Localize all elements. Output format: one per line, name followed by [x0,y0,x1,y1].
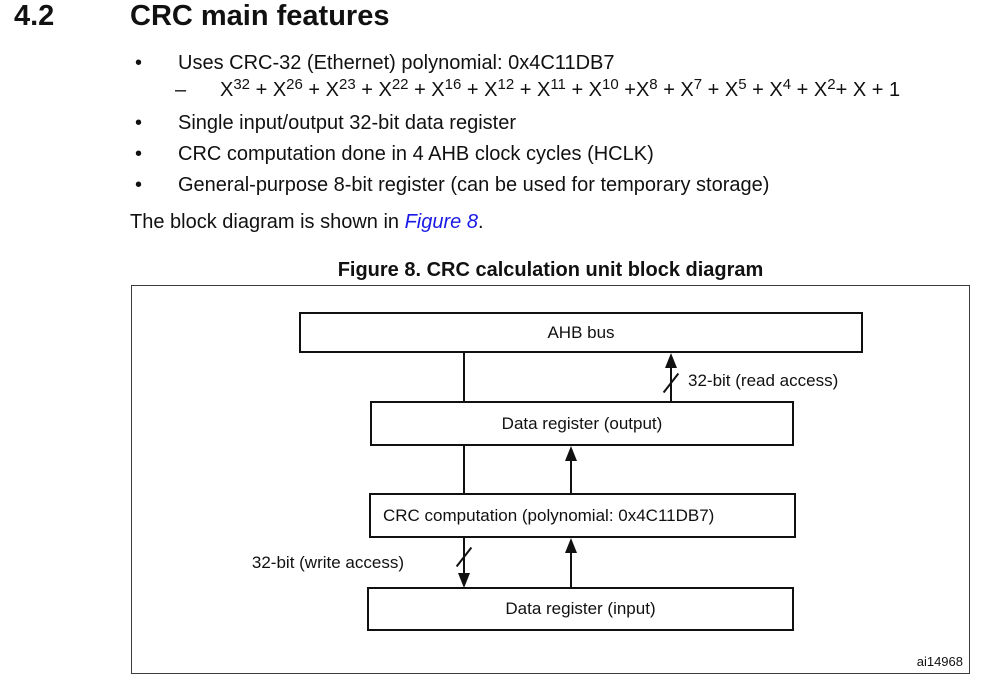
bullet-text: Uses CRC-32 (Ethernet) polynomial: 0x4C1… [178,52,615,74]
arrow-up-icon [565,446,577,461]
read-access-label: 32-bit (read access) [688,371,839,390]
paragraph-text: . [477,211,484,233]
block-data-register-input: Data register (input) [367,587,794,631]
intro-paragraph: The block diagram is shown in Figure 8. [130,211,484,233]
write-path-line [463,353,465,401]
feature-bullet-register: • Single input/output 32-bit data registe… [135,112,516,134]
figure-id: ai14968 [916,654,963,669]
section-heading: 4.2 CRC main features [0,0,990,32]
feature-bullet-cycles: • CRC computation done in 4 AHB clock cyc… [135,143,654,165]
bullet-icon: • [135,143,143,165]
feature-bullet-polynomial: • Uses CRC-32 (Ethernet) polynomial: 0x4C… [135,52,614,74]
arrow-down-icon [458,573,470,588]
crc-polynomial-formula: – X32 + X26 + X23 + X22 + X16 + X12 + X11… [175,76,900,104]
bullet-icon: • [135,112,143,134]
paragraph-text: The block diagram is shown in [130,211,405,233]
bullet-text: General-purpose 8-bit register (can be u… [178,174,770,196]
bullet-text: Single input/output 32-bit data register [178,112,516,134]
bullet-icon: • [135,174,143,196]
figure-8-link[interactable]: Figure 8 [404,211,478,233]
section-number: 4.2 [14,0,55,32]
block-crc-computation: CRC computation (polynomial: 0x4C11DB7) [369,493,796,538]
input-to-crc-line [570,552,572,587]
bullet-text: CRC computation done in 4 AHB clock cycl… [178,143,654,165]
block-ahb-bus: AHB bus [299,312,863,353]
figure-8-diagram: AHB bus Data register (output) CRC compu… [131,285,970,674]
dash-icon: – [175,79,187,101]
block-data-register-output: Data register (output) [370,401,794,446]
write-path-line [463,446,465,493]
feature-bullet-gp-register: • General-purpose 8-bit register (can be … [135,174,769,196]
arrow-up-icon [565,538,577,553]
figure-caption: Figure 8. CRC calculation unit block dia… [337,259,764,281]
write-access-label: 32-bit (write access) [251,553,404,572]
arrow-up-icon [665,353,677,368]
section-title: CRC main features [130,0,390,32]
bullet-icon: • [135,52,143,74]
polynomial-terms: X32 + X26 + X23 + X22 + X16 + X12 + X11 … [220,76,901,101]
crc-to-output-line [570,460,572,493]
